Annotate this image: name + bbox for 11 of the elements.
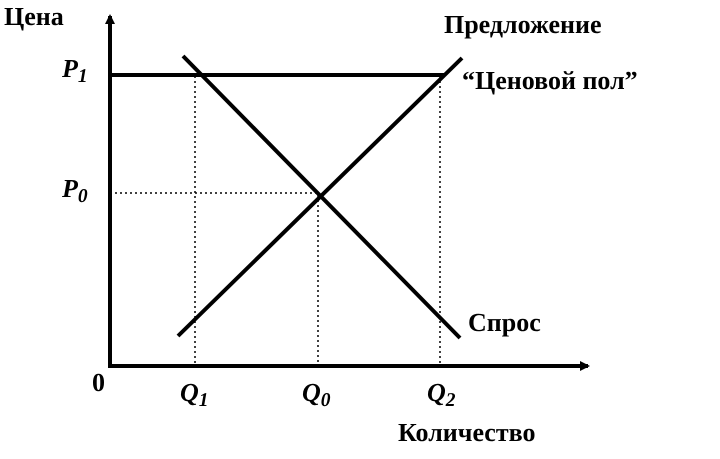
- axis-tick-label: P$_{1}$: [62, 56, 88, 82]
- axis-tick-label: Q$_{0}$: [302, 380, 331, 406]
- axis-label: Цена: [4, 4, 64, 30]
- axis-tick-label: P$_{0}$: [62, 176, 88, 202]
- axis-tick-label: Q$_{2}$: [427, 380, 456, 406]
- curve-label: Спрос: [468, 310, 541, 336]
- curve-label: “Ценовой пол”: [462, 68, 638, 94]
- curve-label: Предложение: [444, 12, 602, 38]
- axis-tick-label: Q$_{1}$: [180, 380, 209, 406]
- axis-label: Количество: [398, 420, 536, 446]
- origin-label: 0: [92, 370, 105, 396]
